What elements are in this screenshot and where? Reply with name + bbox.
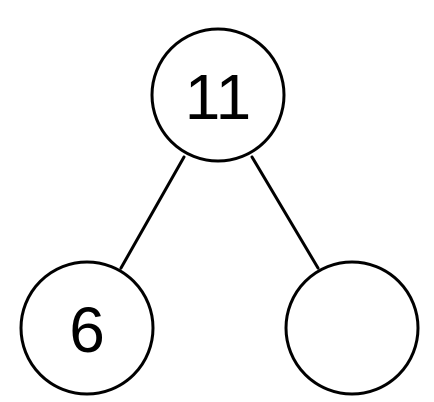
node-whole: 11 [150,27,286,163]
node-whole-label: 11 [185,61,251,133]
node-whole-circle [150,27,286,163]
node-left-part-circle [19,260,155,396]
edge-whole-to-left-part [119,155,186,270]
node-right-part [284,260,420,396]
node-left-part: 6 [19,260,155,396]
edge-whole-to-right-part [250,155,320,270]
node-right-part-circle [284,260,420,396]
node-left-part-label: 6 [69,294,105,366]
